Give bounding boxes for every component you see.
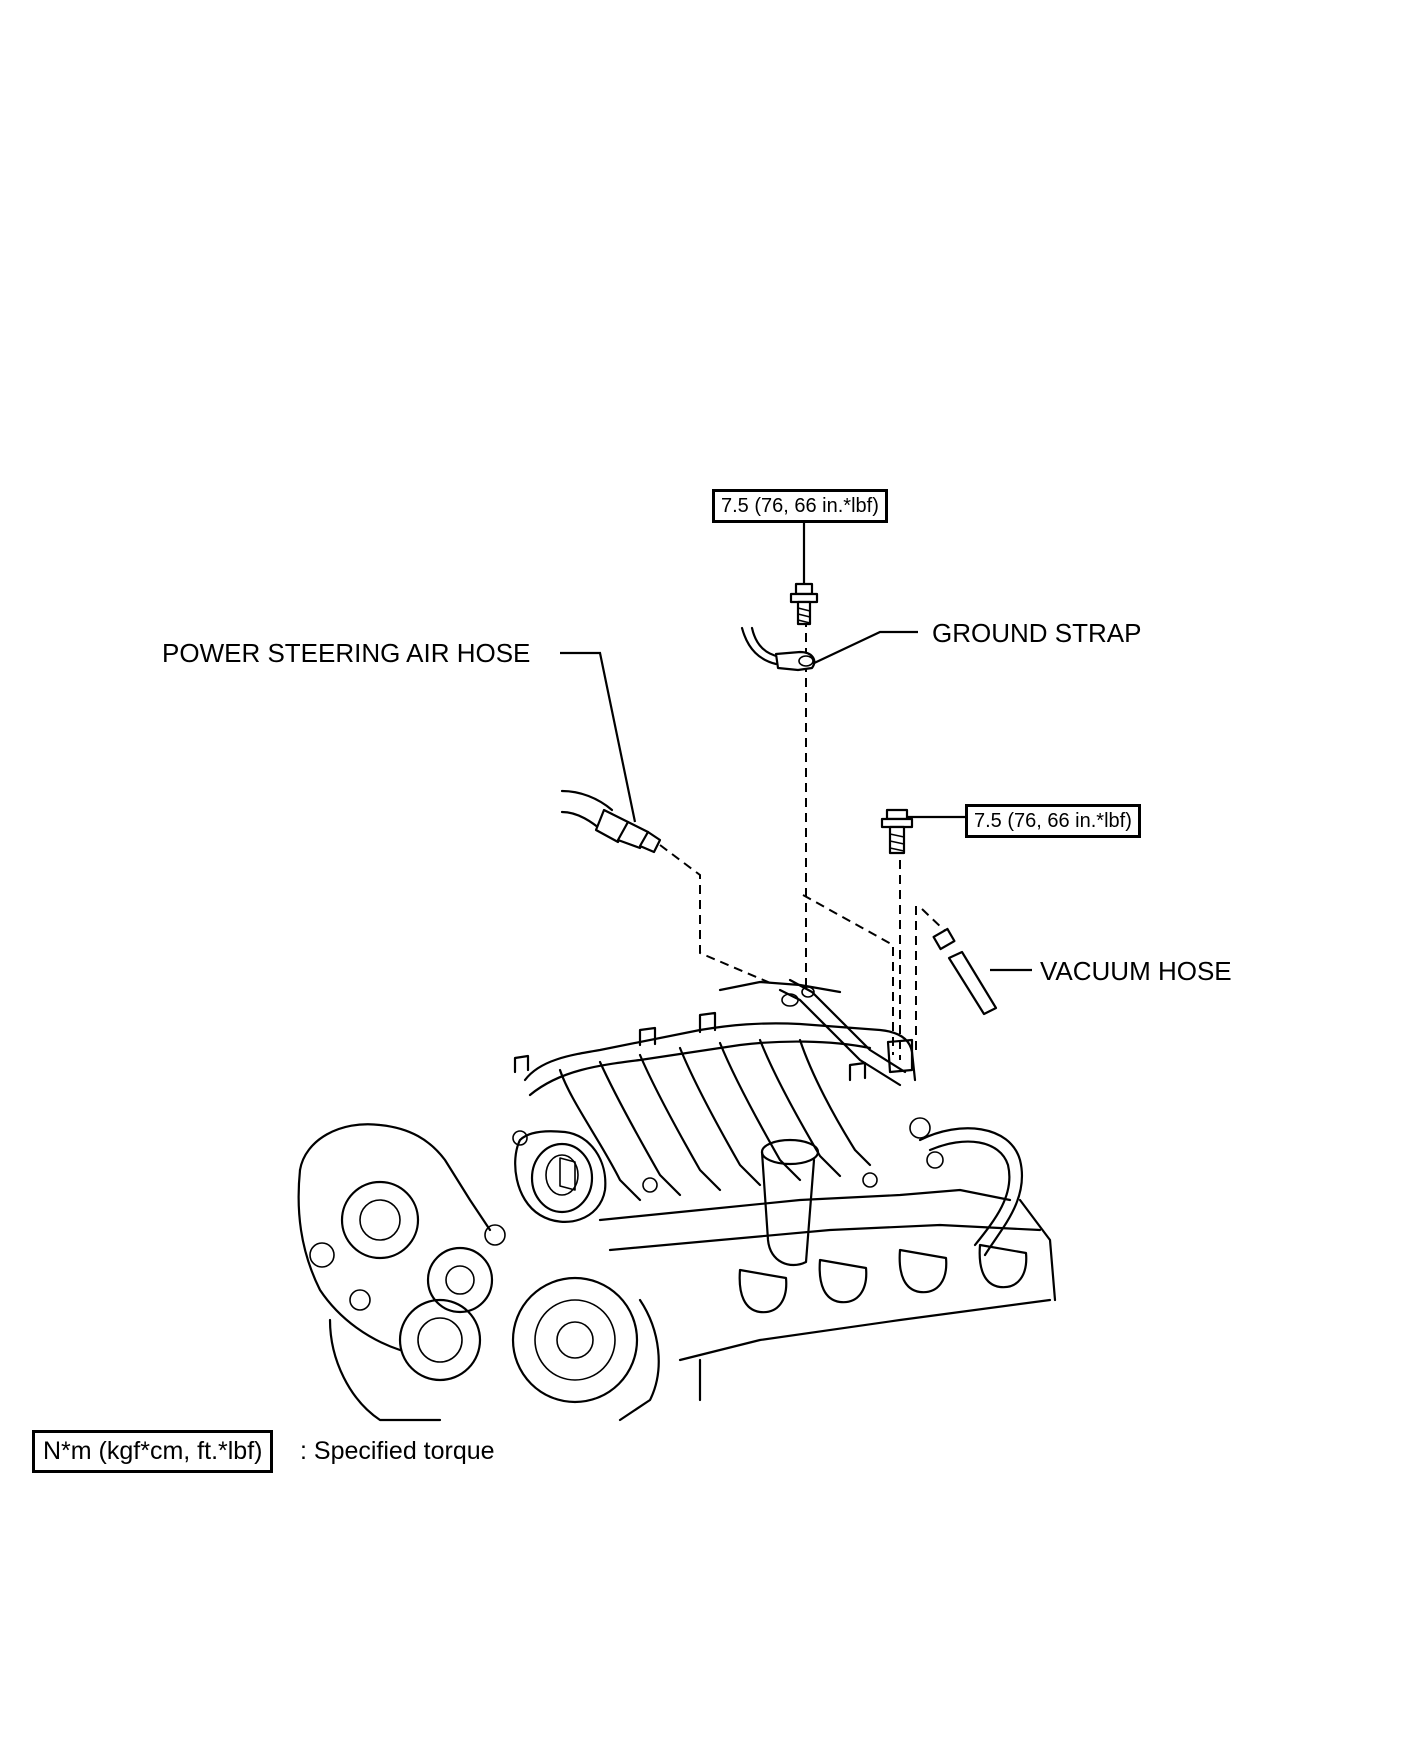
installation-lines <box>659 618 945 1060</box>
bracket-bolt-torque: 7.5 (76, 66 in.*lbf) <box>965 804 1141 838</box>
ground-strap-icon <box>740 626 816 672</box>
ground-strap-bolt-icon <box>789 582 819 626</box>
vacuum-hose-icon <box>932 927 998 1016</box>
ground-strap-bolt-torque: 7.5 (76, 66 in.*lbf) <box>712 489 888 523</box>
power-steering-air-hose-icon <box>560 789 662 854</box>
power-steering-air-hose-label: POWER STEERING AIR HOSE <box>162 638 531 668</box>
bracket-bolt-icon <box>880 808 914 855</box>
vacuum-hose-label: VACUUM HOSE <box>1040 956 1232 986</box>
legend-description: : Specified torque <box>300 1437 495 1465</box>
engine-assembly <box>297 978 1057 1422</box>
legend-unit-box: N*m (kgf*cm, ft.*lbf) <box>32 1430 274 1473</box>
ground-strap-label: GROUND STRAP <box>932 618 1142 648</box>
ground-strap-leader <box>809 630 918 666</box>
leader-lines <box>560 517 1032 972</box>
power-steering-hose-leader <box>560 651 637 823</box>
